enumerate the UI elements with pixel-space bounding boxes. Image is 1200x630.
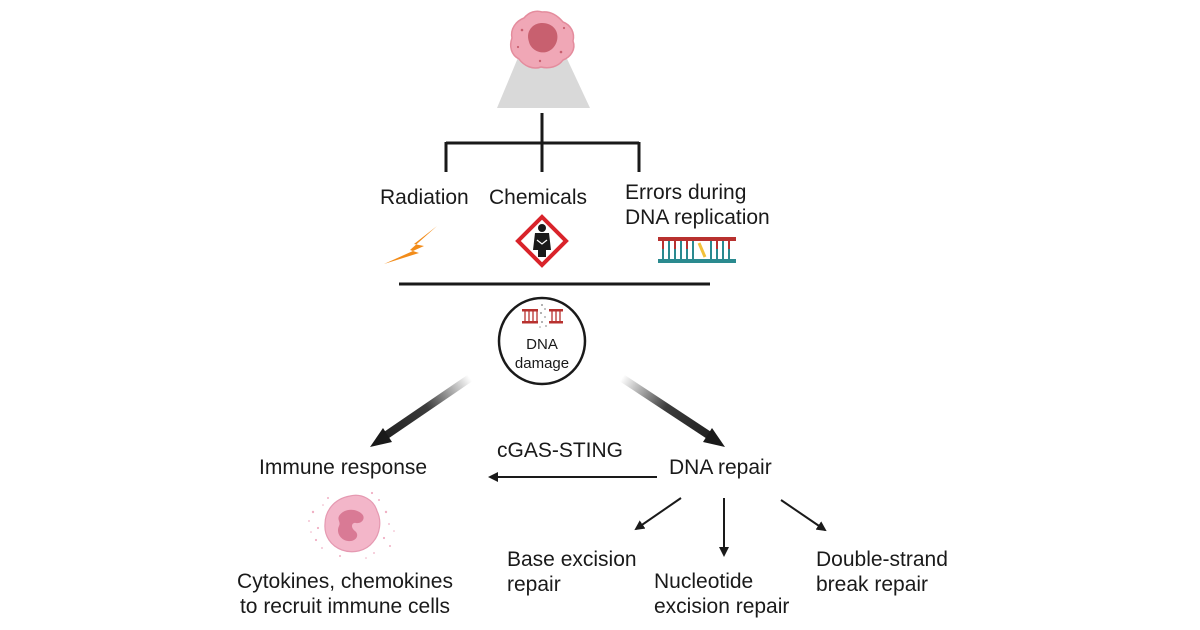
cgas-sting-label: cGAS-STING (497, 439, 624, 462)
arrow-to-double-strand (780, 499, 827, 532)
cause-radiation-label: Radiation (380, 186, 469, 209)
immune-response-label: Immune response (259, 456, 428, 479)
immune-detail-label: Cytokines, chemokines to recruit immune … (237, 570, 453, 618)
repair-nucleotide-excision-label: Nucleotide excision repair (654, 570, 790, 618)
health-hazard-icon (515, 214, 569, 268)
cause-tree-connector (444, 113, 641, 172)
repair-double-strand-label: Double-strand break repair (816, 548, 948, 596)
light-beam (497, 48, 590, 108)
repair-base-excision-label: Base excision repair (507, 548, 637, 596)
dna-mismatch-icon (658, 237, 736, 263)
dna-repair-label: DNA repair (669, 456, 772, 479)
arrow-to-dna-repair (619, 374, 725, 447)
immune-cell-icon (308, 491, 395, 559)
arrow-to-base-excision (634, 497, 682, 531)
cause-chemicals-label: Chemicals (489, 186, 588, 209)
dna-damage-node (497, 296, 587, 386)
dna-break-icon (522, 304, 563, 328)
cause-errors-label: Errors during DNA replication (625, 181, 770, 229)
dna-damage-label: DNA damage (514, 336, 570, 372)
arrow-to-immune-response (370, 374, 473, 447)
lightning-icon (384, 226, 437, 264)
tumor-cell-icon (509, 10, 575, 69)
